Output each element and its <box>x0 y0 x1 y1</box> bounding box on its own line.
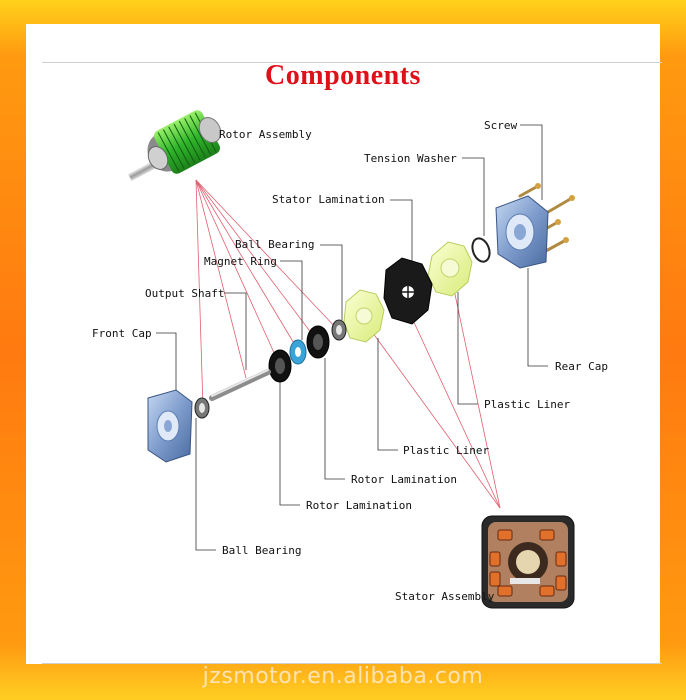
bottom-divider <box>42 663 662 664</box>
leader-to-rotor-lamination-b <box>195 179 319 343</box>
top-divider <box>42 62 662 63</box>
leader-liner-right <box>451 279 501 509</box>
label-rotor-assembly: Rotor Assembly <box>219 128 312 141</box>
rotor-lamination-icon <box>268 349 292 383</box>
leader-liner-mid <box>361 317 501 509</box>
stator-lamination-icon <box>383 257 433 325</box>
leader-output-shaft <box>224 292 247 370</box>
leader-to-ball-bearing <box>195 179 204 409</box>
label-plastic-liner-mid: Plastic Liner <box>403 444 490 457</box>
leader-ball-bearing-bottom <box>195 418 216 551</box>
rear-cap-icon <box>495 195 549 269</box>
page-title: Components <box>265 60 421 91</box>
rotor-assembly-leaders <box>195 179 339 409</box>
leader-magnet-ring <box>280 260 303 340</box>
label-plastic-liner-right: Plastic Liner <box>484 398 571 411</box>
label-rotor-lamination-2: Rotor Lamination <box>306 499 412 512</box>
leader-ball-bearing-top <box>320 244 343 320</box>
leader-rear-cap <box>527 268 548 367</box>
magnet-ring-icon <box>289 339 307 365</box>
ball-bearing-icon <box>331 319 347 341</box>
label-tension-washer: Tension Washer <box>364 152 457 165</box>
label-rotor-lamination-1: Rotor Lamination <box>351 473 457 486</box>
plastic-liner-icon <box>343 289 385 343</box>
leader-plastic-liner-mid <box>377 338 398 451</box>
leader-tension-washer <box>462 157 485 236</box>
leader-screw <box>520 124 543 200</box>
watermark: jzsmotor.en.alibaba.com <box>202 664 484 689</box>
output-shaft-icon <box>209 369 271 401</box>
leader-to-ball-bearing-top <box>195 179 339 331</box>
leader-stator-lamination <box>390 199 413 262</box>
ball-bearing-icon <box>194 397 210 419</box>
leader-plastic-liner-right <box>457 292 478 405</box>
rotor-assembly-icon <box>127 110 222 182</box>
leader-front-cap <box>156 332 177 400</box>
label-stator-lamination: Stator Lamination <box>272 193 385 206</box>
label-screw: Screw <box>484 119 518 132</box>
front-cap-icon <box>147 389 193 463</box>
leader-rotor-lamination-2 <box>279 382 300 506</box>
leader-to-magnet-ring <box>195 179 299 351</box>
label-front-cap: Front Cap <box>92 327 152 340</box>
leader-rotor-lamination-1 <box>324 358 345 480</box>
leader-to-rotor-lamination-a <box>195 179 281 367</box>
stator-assembly-leaders <box>361 279 501 509</box>
leader-to-output-shaft <box>195 179 247 379</box>
label-stator-assembly: Stator Assembly <box>395 590 495 603</box>
rotor-lamination-icon <box>306 325 330 359</box>
plastic-liner-icon <box>427 241 473 297</box>
label-ball-bearing-top: Ball Bearing <box>235 238 315 251</box>
stator-assembly-icon <box>481 515 575 609</box>
leader-stator-lam <box>411 317 501 509</box>
label-magnet-ring: Magnet Ring <box>204 255 277 268</box>
label-rear-cap: Rear Cap <box>555 360 608 373</box>
label-output-shaft: Output Shaft <box>145 287 225 300</box>
label-ball-bearing-bottom: Ball Bearing <box>222 544 302 557</box>
tension-washer-icon <box>471 237 491 263</box>
